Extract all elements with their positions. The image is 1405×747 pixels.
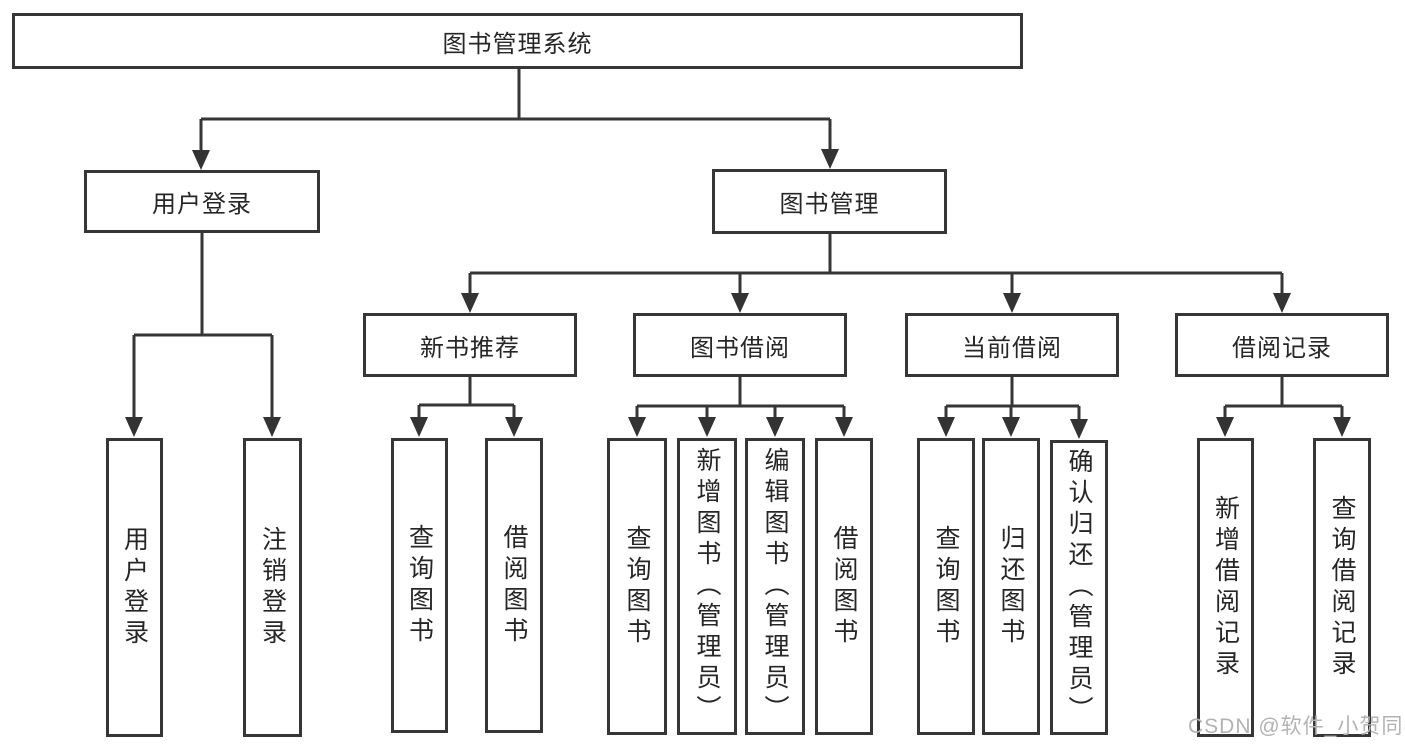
leaf-add-borrow-record: 新增借阅记录 [1197,438,1254,737]
arrow-into-user-login-module [192,150,210,170]
arrow-into-leaf-confirm-return [1070,419,1088,439]
arrow-into-leaf-user-login [125,417,143,437]
arrow-into-leaf-edit-books [766,417,784,437]
leaf-confirm-return-admin-label: 确认归还（管理员） [1065,448,1093,727]
connector-current-borrow-group [944,377,1081,435]
leaf-query-borrow-record: 查询借阅记录 [1313,438,1371,737]
node-root-system-label: 图书管理系统 [442,30,593,58]
arrow-into-leaf-borrow-books-recommend [505,417,523,437]
arrow-into-leaf-query-books-current [937,417,955,437]
leaf-return-books-label: 归还图书 [997,524,1025,649]
leaf-confirm-return-admin: 确认归还（管理员） [1050,440,1108,735]
arrow-into-leaf-add-borrow-record [1216,417,1234,437]
node-current-borrow: 当前借阅 [905,313,1119,377]
arrow-into-leaf-query-borrow-record [1333,417,1351,437]
arrow-into-leaf-query-books-recommend [410,417,428,437]
leaf-user-login-label: 用户登录 [120,525,149,650]
connector-user-login-group [132,233,274,433]
leaf-borrow-books: 借阅图书 [815,438,873,735]
arrow-into-current-borrow [1003,293,1021,313]
node-book-management-module-label: 图书管理 [779,191,880,218]
connector-borrow-records-group [1223,377,1344,433]
leaf-borrow-books-recommend-label: 借阅图书 [500,523,528,648]
arrow-into-new-book-recommend [461,293,479,313]
arrow-into-leaf-add-books [698,417,716,437]
connector-book-borrow-group [635,377,846,433]
node-book-borrow: 图书借阅 [633,313,847,377]
node-borrow-records-label: 借阅记录 [1232,334,1332,362]
node-new-book-recommend: 新书推荐 [363,313,577,377]
connector-new-book-recommend-group [417,377,516,433]
leaf-borrow-books-label: 借阅图书 [830,524,858,649]
connector-root-to-level2 [199,69,832,166]
node-borrow-records: 借阅记录 [1175,313,1389,377]
leaf-add-books-admin-label: 新增图书（管理员） [693,447,721,726]
node-new-book-recommend-label: 新书推荐 [420,334,520,362]
node-root-system: 图书管理系统 [12,13,1023,69]
node-user-login-module: 用户登录 [84,170,320,233]
node-current-borrow-label: 当前借阅 [962,334,1062,362]
connector-book-management-to-level3 [468,234,1284,309]
leaf-edit-books-admin-label: 编辑图书（管理员） [761,447,789,726]
leaf-query-books-current-label: 查询图书 [932,524,960,649]
arrow-into-leaf-return-books [1002,417,1020,437]
arrow-into-book-management-module [821,149,839,169]
leaf-return-books: 归还图书 [982,438,1040,735]
node-user-login-module-label: 用户登录 [152,191,252,218]
leaf-edit-books-admin: 编辑图书（管理员） [745,438,805,735]
leaf-borrow-books-recommend: 借阅图书 [485,438,543,733]
leaf-query-borrow-record-label: 查询借阅记录 [1328,494,1356,681]
csdn-watermark: CSDN @软件_小贺同学 [1188,715,1405,738]
leaf-query-books-recommend: 查询图书 [391,438,448,733]
arrow-into-book-borrow [731,293,749,313]
leaf-query-books-borrow-label: 查询图书 [623,524,651,649]
node-book-borrow-label: 图书借阅 [690,334,790,362]
arrow-into-borrow-records [1273,293,1291,313]
arrow-into-leaf-logout [263,417,281,437]
leaf-add-books-admin: 新增图书（管理员） [677,438,737,735]
leaf-user-login: 用户登录 [106,438,163,737]
leaf-logout-label: 注销登录 [258,525,287,650]
arrow-into-leaf-borrow-books [835,417,853,437]
arrow-into-leaf-query-books-borrow [628,417,646,437]
leaf-add-borrow-record-label: 新增借阅记录 [1211,494,1240,681]
node-book-management-module: 图书管理 [712,169,947,234]
leaf-query-books-recommend-label: 查询图书 [405,523,434,648]
leaf-logout: 注销登录 [243,438,302,737]
leaf-query-books-current: 查询图书 [917,438,975,735]
leaf-query-books-borrow: 查询图书 [607,438,667,735]
